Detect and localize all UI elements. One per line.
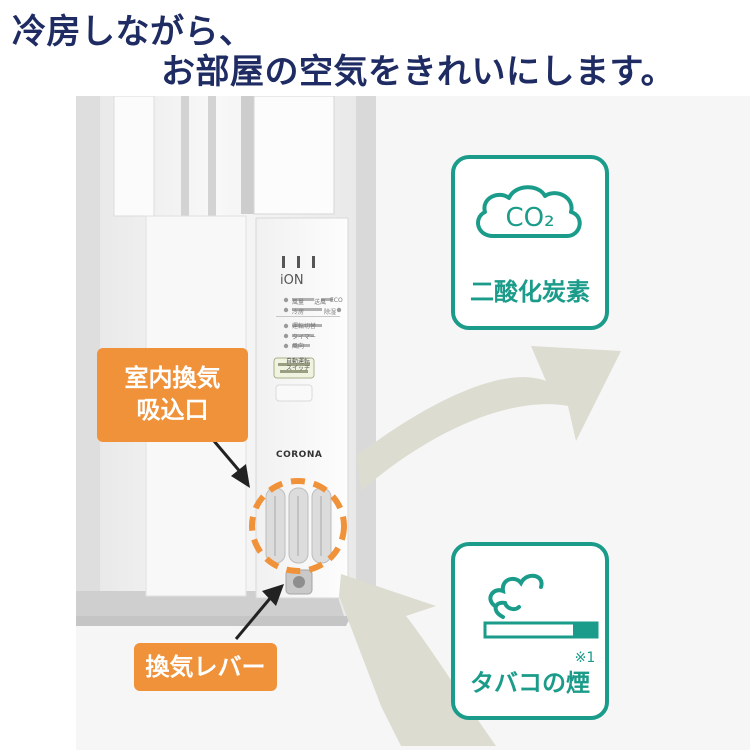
panel-label-7: 送風 <box>314 299 327 306</box>
brand-logo: CORONA <box>276 450 323 460</box>
product-photo <box>76 96 750 750</box>
co2-card: CO₂ 二酸化炭素 <box>451 155 609 330</box>
air-conditioner-illustration <box>76 96 750 750</box>
headline-line-1: 冷房しながら、 <box>12 12 254 52</box>
ion-mark: iON <box>280 273 304 288</box>
panel-label-1: 風量 <box>292 299 305 306</box>
lever-callout: 換気レバー <box>134 643 277 691</box>
co2-caption: 二酸化炭素 <box>470 278 590 306</box>
panel-label-4: 冷房 <box>292 309 305 316</box>
intake-callout: 室内換気 吸込口 <box>97 348 248 442</box>
panel-label-3: 風向 <box>292 343 305 350</box>
intake-callout-label: 室内換気 吸込口 <box>124 364 221 424</box>
auto-switch-label: 自動運転 スイッチ <box>285 358 310 372</box>
cloud-co2-icon <box>476 185 582 238</box>
smoke-caption: タバコの煙 <box>470 669 590 697</box>
smoke-card: ※1 タバコの煙 <box>451 542 609 720</box>
lever-callout-label: 換気レバー <box>145 653 266 681</box>
co2-cloud-label: CO₂ <box>505 203 555 233</box>
smoke-note: ※1 <box>574 650 596 666</box>
panel-label-2: タイマー <box>292 334 317 341</box>
cigarette-smoke-icon <box>483 573 599 639</box>
panel-label-0: 運転切替 <box>292 323 317 330</box>
panel-label-5: 除湿 <box>324 309 337 316</box>
panel-label-6: ECO <box>330 297 343 304</box>
headline-line-2: お部屋の空気をきれいにします。 <box>161 52 676 92</box>
